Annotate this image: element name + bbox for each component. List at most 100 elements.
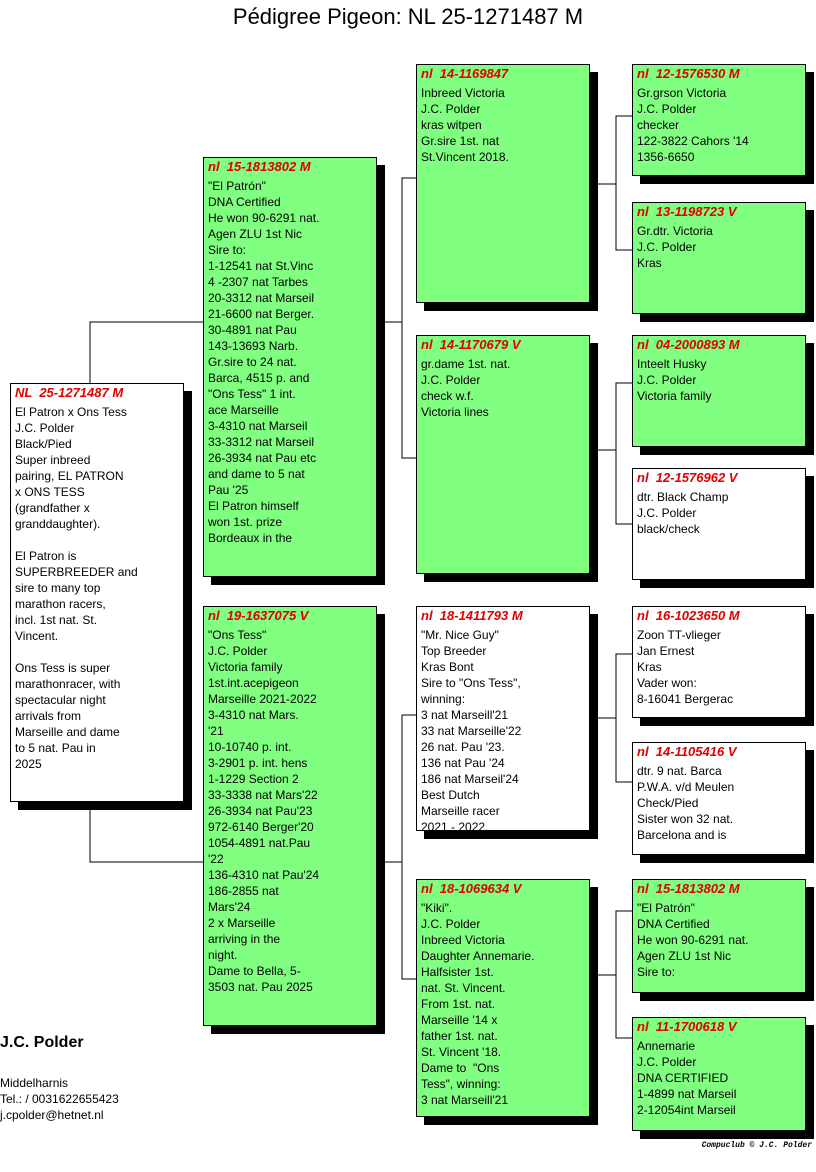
detail-line: Jan Ernest bbox=[637, 644, 695, 658]
detail-line: nat. St. Vincent. bbox=[421, 981, 506, 995]
detail-line: Marseille racer bbox=[421, 804, 500, 818]
detail-line: Best Dutch bbox=[421, 788, 480, 802]
ring-number: nl 14-1169847 bbox=[421, 66, 509, 81]
detail-line: Inbreed Victoria bbox=[421, 86, 505, 100]
detail-line: Agen ZLU 1st Nic bbox=[208, 227, 303, 241]
detail-line: '22 bbox=[208, 852, 224, 866]
detail-line: Inteelt Husky bbox=[637, 357, 707, 371]
detail-line: 1-4899 nat Marseil bbox=[637, 1087, 737, 1101]
detail-line bbox=[15, 532, 179, 548]
detail-line: marathon racers, bbox=[15, 597, 106, 611]
detail-line: P.W.A. v/d Meulen bbox=[637, 780, 735, 794]
detail-line: '21 bbox=[208, 724, 224, 738]
detail-line: Gr.dtr. Victoria bbox=[637, 224, 713, 238]
connector-gen2-2 bbox=[598, 382, 632, 525]
detail-line: "Ons Tess" bbox=[208, 628, 267, 642]
detail-line: St. Vincent '18. bbox=[421, 1045, 502, 1059]
ring-number: NL 25-1271487 M bbox=[15, 385, 124, 400]
detail-line: Halfsister 1st. bbox=[421, 965, 494, 979]
ring-number: nl 14-1170679 V bbox=[421, 337, 521, 352]
ring-number: nl 11-1700618 V bbox=[637, 1019, 737, 1034]
detail-line: 1-12541 nat St.Vinc bbox=[208, 259, 314, 273]
detail-line: 3-2901 p. int. hens bbox=[208, 756, 308, 770]
detail-line: Zoon TT-vlieger bbox=[637, 628, 721, 642]
ring-number: nl 18-1411793 M bbox=[421, 608, 523, 623]
detail-line: Inbreed Victoria bbox=[421, 933, 505, 947]
detail-line: J.C. Polder bbox=[637, 240, 697, 254]
ring-number: nl 14-1105416 V bbox=[637, 744, 737, 759]
detail-line: 3 nat Marseill'21 bbox=[421, 1093, 508, 1107]
owner-name: J.C. Polder bbox=[0, 1034, 84, 1051]
detail-line: (grandfather x bbox=[15, 501, 90, 515]
detail-line: J.C. Polder bbox=[637, 1055, 697, 1069]
detail-line: granddaughter). bbox=[15, 517, 101, 531]
pigeon-card-sire-dam[interactable]: nl 14-1170679 V gr.dame 1st. nat.J.C. Pol… bbox=[416, 335, 590, 574]
detail-line: 136 nat Pau '24 bbox=[421, 756, 505, 770]
detail-line: night. bbox=[208, 948, 238, 962]
detail-line: Victoria family bbox=[637, 389, 712, 403]
detail-line: 26 nat. Pau '23. bbox=[421, 740, 505, 754]
detail-line: Daughter Annemarie. bbox=[421, 949, 535, 963]
detail-line: Check/Pied bbox=[637, 796, 699, 810]
detail-line: arriving in the bbox=[208, 932, 281, 946]
detail-line bbox=[15, 644, 179, 660]
detail-line: Kras bbox=[637, 660, 662, 674]
detail-line: Marseille 2021-2022 bbox=[208, 692, 317, 706]
detail-line: From 1st. nat. bbox=[421, 997, 496, 1011]
detail-line: check w.f. bbox=[421, 389, 474, 403]
ring-number: nl 12-1576962 V bbox=[637, 470, 738, 485]
detail-line: father 1st. nat. bbox=[421, 1029, 498, 1043]
detail-line: 26-3934 nat Pau'23 bbox=[208, 804, 313, 818]
detail-line: 1-1229 Section 2 bbox=[208, 772, 299, 786]
detail-line: He won 90-6291 nat. bbox=[208, 211, 320, 225]
detail-line: to 5 nat. Pau in bbox=[15, 741, 96, 755]
detail-line: 33 nat Marseille'22 bbox=[421, 724, 522, 738]
owner-email[interactable]: j.cpolder@hetnet.nl bbox=[0, 1108, 104, 1122]
detail-line: 122-3822 Cahors '14 bbox=[637, 134, 749, 148]
detail-line: 2025 bbox=[15, 757, 42, 771]
detail-line: 20-3312 nat Marseil bbox=[208, 291, 315, 305]
detail-line: 1st.int.acepigeon bbox=[208, 676, 299, 690]
detail-line: Ons Tess is super bbox=[15, 661, 111, 675]
detail-line: Mars'24 bbox=[208, 900, 251, 914]
detail-line: and dame to 5 nat bbox=[208, 467, 305, 481]
detail-line: 33-3338 nat Mars'22 bbox=[208, 788, 318, 802]
footer-credit: Compuclub © J.C. Polder bbox=[701, 1141, 812, 1150]
detail-line: Barcelona and is bbox=[637, 828, 727, 842]
detail-line: spectacular night bbox=[15, 693, 106, 707]
detail-line: "El Patrón" bbox=[637, 901, 695, 915]
detail-line: 1356-6650 bbox=[637, 150, 695, 164]
connector-subject-dam bbox=[89, 810, 203, 863]
detail-line: 136-4310 nat Pau'24 bbox=[208, 868, 320, 882]
pigeon-card-dam-sire[interactable]: nl 18-1411793 M"Mr. Nice Guy"Top Breeder… bbox=[416, 606, 590, 831]
detail-line: 3-4310 nat Mars. bbox=[208, 708, 299, 722]
connector-gen2-4 bbox=[598, 910, 632, 1039]
detail-line: DNA Certified bbox=[208, 195, 281, 209]
detail-line: 33-3312 nat Marseil bbox=[208, 435, 315, 449]
detail-line: "Mr. Nice Guy" bbox=[421, 628, 499, 642]
detail-line: Pau '25 bbox=[208, 483, 249, 497]
detail-line: Dame to "Ons bbox=[421, 1061, 500, 1075]
detail-line: black/check bbox=[637, 522, 700, 536]
detail-line: 10-10740 p. int. bbox=[208, 740, 292, 754]
detail-line: Vader won: bbox=[637, 676, 697, 690]
